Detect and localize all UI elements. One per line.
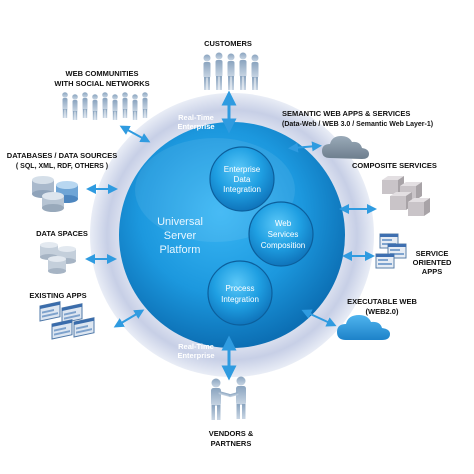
databases-label-1: DATABASES / DATA SOURCES <box>7 151 117 160</box>
inner-label: Integration <box>221 295 259 304</box>
inner-label: Integration <box>223 185 261 194</box>
data-spaces-icon <box>40 242 76 274</box>
data-spaces-label: DATA SPACES <box>36 229 88 238</box>
semantic-label-2: (Data-Web / WEB 3.0 / Semantic Web Layer… <box>282 121 433 128</box>
service-oriented-apps-icon <box>375 233 407 269</box>
realtime-bottom-line1: Real-Time <box>178 342 214 351</box>
inner-label: Web <box>275 219 292 228</box>
semantic-cloud-icon <box>322 136 369 159</box>
database-cylinders-icon <box>32 176 78 212</box>
composite-label: COMPOSITE SERVICES <box>352 161 437 170</box>
web-communities-label-2: WITH SOCIAL NETWORKS <box>54 79 149 88</box>
composite-services-icon <box>382 176 430 216</box>
realtime-bottom-line2: Enterprise <box>177 351 214 360</box>
hub-title-line3: Platform <box>160 244 201 256</box>
inner-label: Enterprise <box>224 165 261 174</box>
executable-web-label-1: EXECUTABLE WEB <box>347 297 417 306</box>
existing-apps-icon <box>39 301 95 340</box>
vendors-label-2: PARTNERS <box>211 439 252 448</box>
service-oriented-label-2: ORIENTED <box>413 258 452 267</box>
databases-label-2: ( SQL, XML, RDF, OTHERS ) <box>16 163 108 170</box>
inner-label: Process <box>226 284 255 293</box>
vendors-label-1: VENDORS & <box>209 429 254 438</box>
executable-web-arrow <box>301 309 337 327</box>
semantic-label-1: SEMANTIC WEB APPS & SERVICES <box>282 109 410 118</box>
web-communities-label-1: WEB COMMUNITIES <box>66 69 139 78</box>
inner-circle-enterprise-data-integration: Enterprise Data Integration <box>209 146 275 212</box>
service-oriented-label-3: APPS <box>422 267 442 276</box>
service-oriented-label-1: SERVICE <box>416 249 449 258</box>
customers-label: CUSTOMERS <box>204 39 252 48</box>
inner-label: Composition <box>261 241 305 250</box>
executable-web-cloud-icon <box>337 315 390 340</box>
hub-title-line1: Universal <box>157 216 203 228</box>
realtime-top-line2: Enterprise <box>177 122 214 131</box>
web-communities-arrow <box>119 125 151 143</box>
semantic-arrow <box>288 141 322 153</box>
inner-circle-web-services-composition: Web Services Composition <box>248 201 314 267</box>
inner-label: Services <box>268 230 299 239</box>
vendors-partners-handshake-icon <box>211 376 246 420</box>
inner-label: Data <box>234 175 251 184</box>
inner-circle-process-integration: Process Integration <box>207 260 273 326</box>
customers-people-icon <box>203 52 259 90</box>
web-communities-people-icon <box>62 92 148 120</box>
existing-apps-arrow <box>113 309 145 328</box>
existing-apps-label: EXISTING APPS <box>29 291 86 300</box>
realtime-top-line1: Real-Time <box>178 113 214 122</box>
executable-web-label-2: (WEB2.0) <box>366 307 399 316</box>
hub-title-line2: Server <box>164 230 197 242</box>
